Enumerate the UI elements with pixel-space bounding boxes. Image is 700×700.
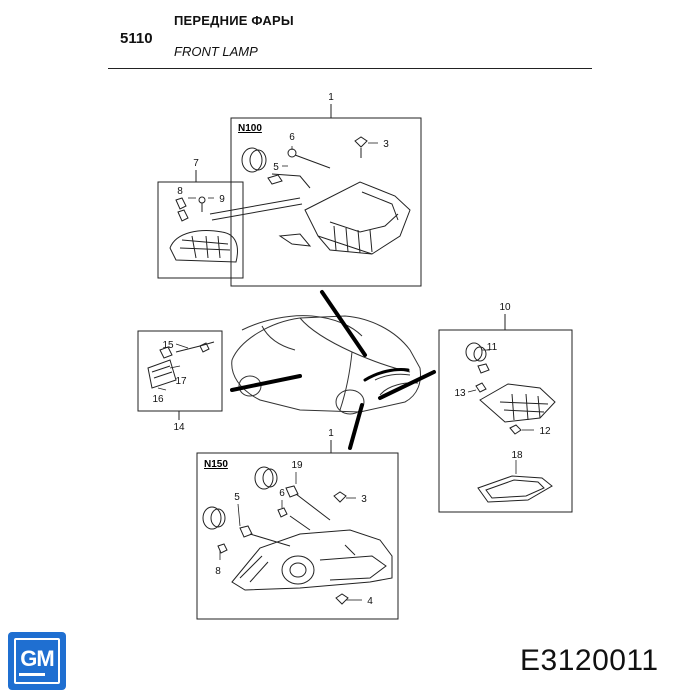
callout-6-bottom: 6 [279, 488, 285, 499]
title-english: FRONT LAMP [174, 44, 258, 59]
callout-17: 17 [175, 376, 187, 387]
callout-12: 12 [539, 426, 551, 437]
callout-6-top: 6 [289, 132, 295, 143]
callout-3-top: 3 [383, 139, 389, 150]
callout-5-bottom: 5 [234, 492, 240, 503]
callout-8-top: 8 [177, 186, 183, 197]
section-code: 5110 [120, 30, 153, 47]
variant-label-n150: N150 [204, 459, 228, 470]
callout-4: 4 [367, 596, 373, 607]
location-pointers [230, 290, 436, 450]
part-number: E3120011 [520, 644, 659, 677]
variant-label-n100: N100 [238, 123, 262, 134]
callout-8-bottom: 8 [215, 566, 221, 577]
callout-1-bottom: 1 [328, 428, 334, 439]
panel-bottom-headlamp [196, 452, 399, 620]
title-russian: ПЕРЕДНИЕ ФАРЫ [174, 13, 294, 28]
header-divider [108, 68, 592, 69]
headlamp-n150 [202, 466, 393, 605]
gm-logo [8, 632, 66, 690]
panel-fog-lamp [438, 329, 573, 513]
callout-14: 14 [173, 422, 185, 433]
callout-16: 16 [152, 394, 164, 405]
side-marker-lamp [147, 341, 215, 389]
callout-3-bottom: 3 [361, 494, 367, 505]
callout-7: 7 [193, 158, 199, 169]
gm-logo-text: GM [20, 646, 54, 671]
fog-lamp [465, 342, 556, 503]
callout-19: 19 [291, 460, 303, 471]
headlamp-n100 [209, 136, 411, 255]
car-outline [231, 315, 421, 415]
callout-13: 13 [454, 388, 466, 399]
panel-corner-lamp [157, 181, 244, 279]
panel-side-marker [137, 330, 223, 412]
callout-15: 15 [162, 340, 174, 351]
callout-5-top: 5 [273, 162, 279, 173]
callout-1-top: 1 [328, 92, 334, 103]
corner-lamp [169, 196, 238, 263]
callout-9: 9 [219, 194, 225, 205]
callout-10: 10 [499, 302, 511, 313]
callout-leaders [157, 142, 534, 601]
callout-18: 18 [511, 450, 523, 461]
gm-logo-underline [19, 673, 45, 676]
panel-top-headlamp [230, 117, 422, 287]
gm-logo-frame [14, 638, 60, 684]
callout-11: 11 [487, 342, 498, 353]
